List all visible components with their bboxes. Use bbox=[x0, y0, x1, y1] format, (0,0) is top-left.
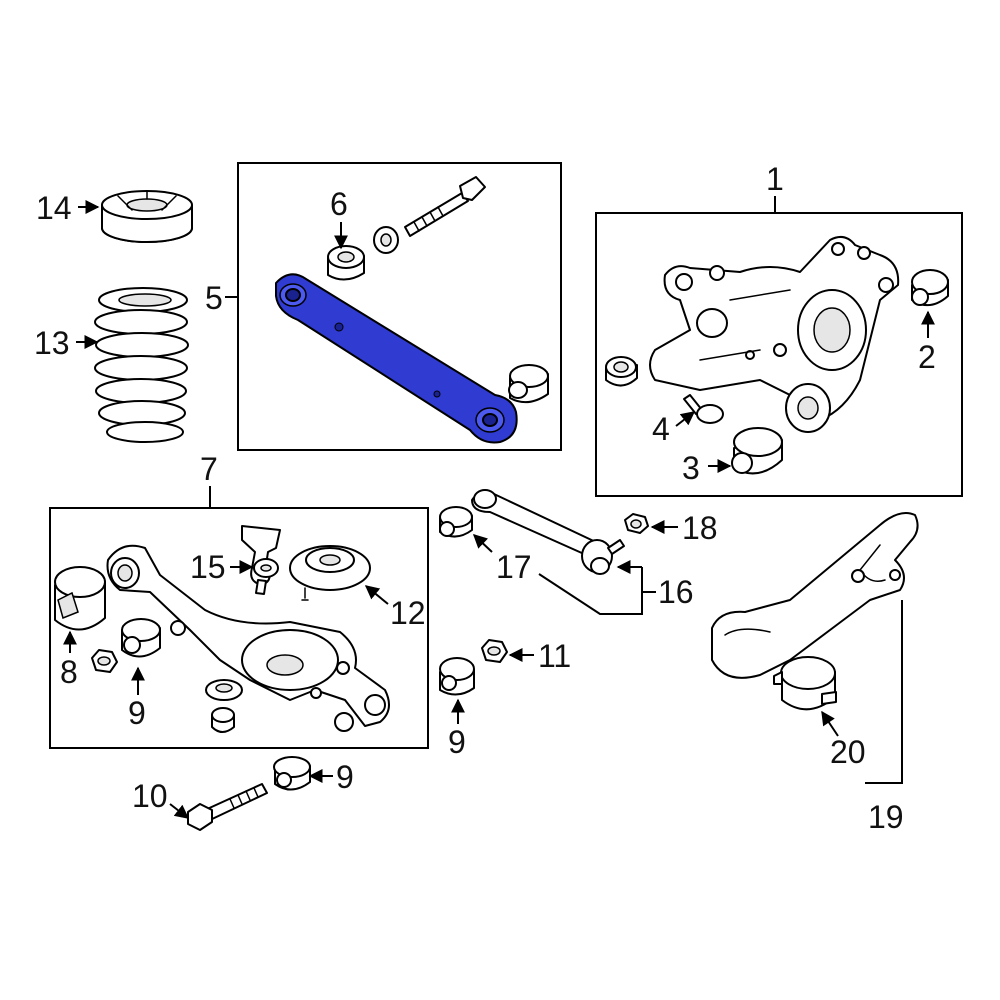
trailing-arm-part-19[interactable] bbox=[711, 512, 919, 679]
bushing-part-3[interactable] bbox=[731, 427, 783, 475]
bushing-part-6[interactable] bbox=[327, 245, 365, 281]
callout-18: 18 bbox=[682, 510, 718, 546]
callout-4: 4 bbox=[652, 411, 670, 447]
bumper-part-7[interactable] bbox=[205, 679, 243, 733]
callout-9-a: 9 bbox=[128, 695, 146, 731]
callout-1: 1 bbox=[766, 161, 784, 197]
callout-10: 10 bbox=[132, 778, 168, 814]
group-box-1 bbox=[595, 212, 963, 497]
callout-17: 17 bbox=[496, 549, 532, 585]
callout-7: 7 bbox=[200, 451, 218, 487]
bushing-part-17[interactable] bbox=[439, 506, 473, 538]
leader-19-bracket bbox=[865, 600, 903, 784]
callout-14: 14 bbox=[36, 190, 72, 226]
callout-19: 19 bbox=[868, 799, 904, 835]
leader-20 bbox=[821, 710, 839, 737]
leader-12 bbox=[364, 585, 389, 605]
leader-4 bbox=[675, 411, 696, 427]
bushing-part-1-left[interactable] bbox=[605, 356, 638, 387]
callout-16: 16 bbox=[658, 574, 694, 610]
knuckle-part-1[interactable] bbox=[649, 235, 900, 433]
leader-17 bbox=[472, 534, 493, 553]
nut-part-18[interactable] bbox=[624, 513, 649, 534]
group-box-5 bbox=[237, 162, 562, 451]
upper-arm-part-16[interactable] bbox=[471, 489, 625, 575]
bushing-part-20[interactable] bbox=[773, 656, 837, 711]
link-part-15[interactable] bbox=[241, 525, 281, 595]
callout-9-c: 9 bbox=[336, 759, 354, 795]
bushing-part-7-large[interactable] bbox=[54, 566, 106, 631]
callout-2: 2 bbox=[918, 339, 936, 375]
washer-part-6[interactable] bbox=[373, 226, 399, 254]
bushing-part-9-c[interactable] bbox=[273, 756, 311, 791]
group-box-7 bbox=[49, 507, 429, 749]
bolt-part-6[interactable] bbox=[404, 176, 486, 237]
callout-15: 15 bbox=[190, 549, 226, 585]
callout-9-b: 9 bbox=[448, 724, 466, 760]
callout-20: 20 bbox=[830, 734, 866, 770]
spring-seat-part-14[interactable] bbox=[101, 190, 193, 243]
bushing-part-6-lower[interactable] bbox=[508, 364, 549, 404]
coil-spring-part-13[interactable] bbox=[94, 287, 189, 443]
bushing-part-9-a[interactable] bbox=[121, 618, 161, 658]
callout-8: 8 bbox=[60, 654, 78, 690]
callout-12: 12 bbox=[390, 595, 426, 631]
callout-5: 5 bbox=[205, 280, 223, 316]
leader-16-bracket bbox=[538, 567, 643, 615]
lower-arm-part-7[interactable] bbox=[106, 544, 390, 732]
nut-part-8[interactable] bbox=[91, 649, 118, 673]
bushing-part-9-b[interactable] bbox=[439, 657, 475, 696]
callout-6: 6 bbox=[330, 186, 348, 222]
nut-part-11[interactable] bbox=[481, 639, 508, 663]
callout-13: 13 bbox=[34, 325, 70, 361]
bolt-part-10[interactable] bbox=[187, 783, 268, 831]
lateral-arm-part-5-highlighted[interactable] bbox=[275, 273, 518, 444]
bolt-part-4[interactable] bbox=[683, 394, 724, 424]
spring-pad-part-12[interactable] bbox=[289, 545, 371, 601]
callout-11: 11 bbox=[538, 638, 571, 674]
callout-3: 3 bbox=[682, 450, 700, 486]
leader-10 bbox=[169, 803, 190, 819]
bushing-part-2[interactable] bbox=[911, 269, 949, 307]
